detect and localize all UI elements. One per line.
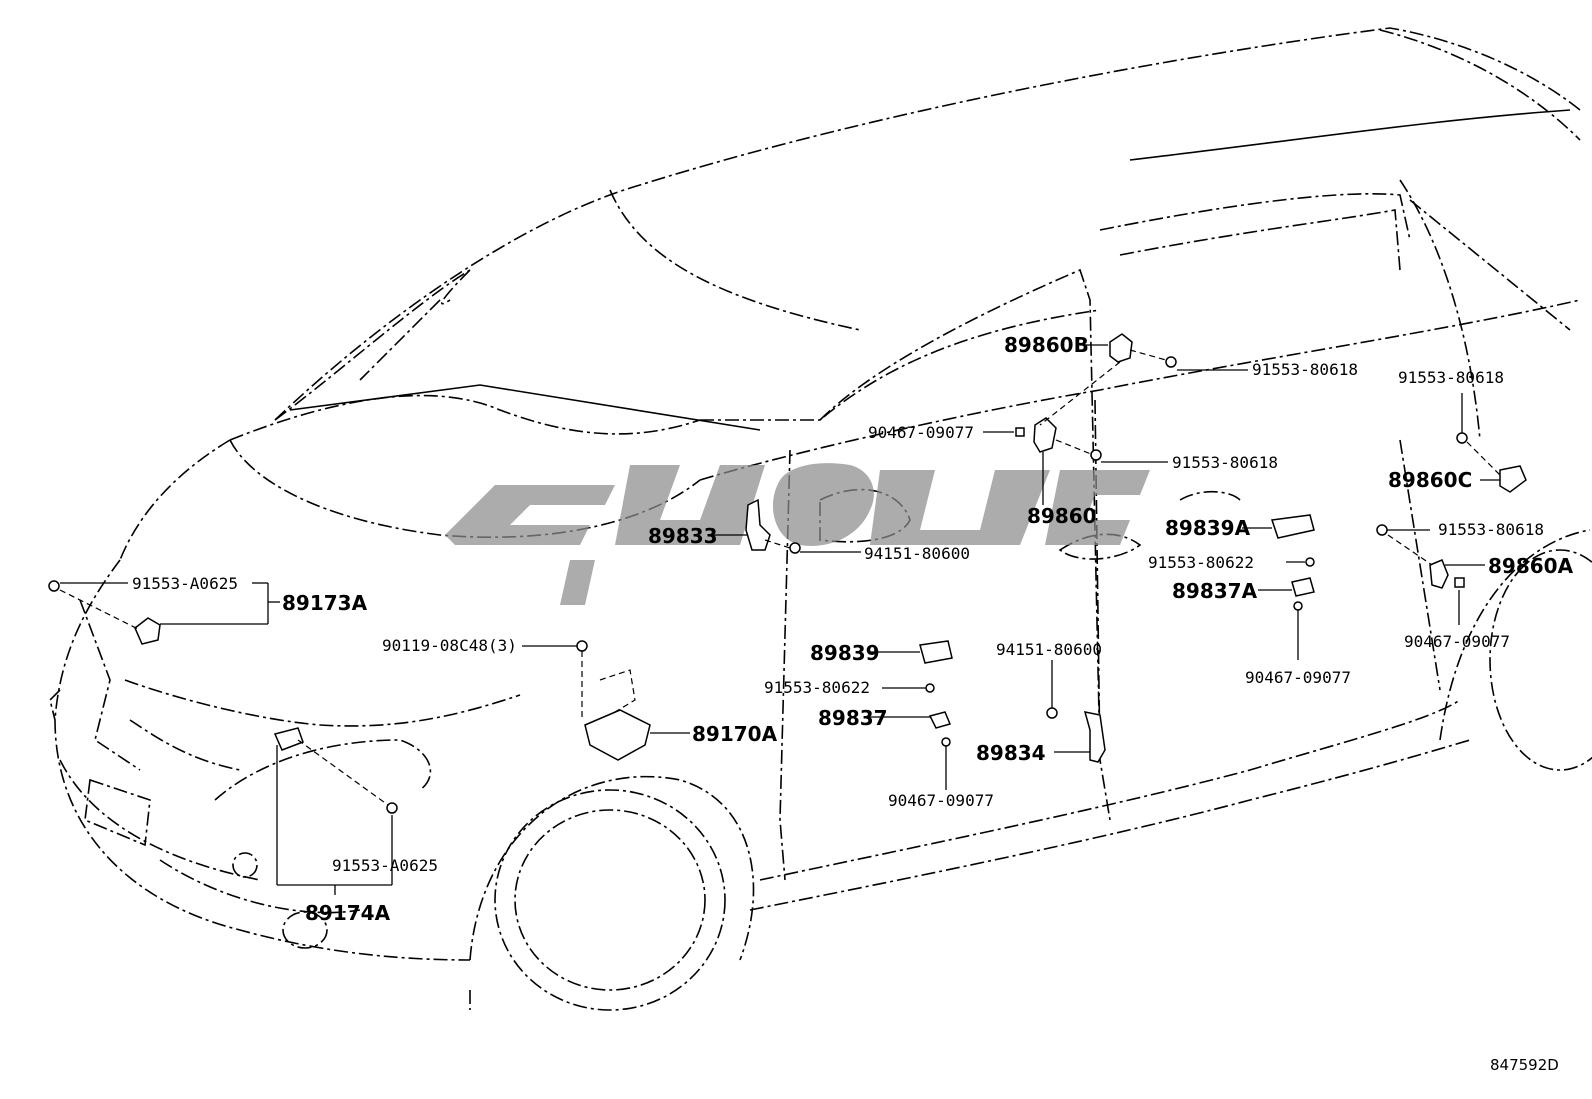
handle-unit-89839	[919, 640, 953, 664]
nut-94151-80600-a	[789, 542, 801, 554]
ecu-89170A	[584, 709, 651, 761]
bolt-91553-80622-b	[925, 683, 935, 693]
label-91553-80618: 91553-80618	[1172, 453, 1278, 472]
bolt-91553-80618-b	[1090, 449, 1102, 461]
handle-unit-89839A	[1271, 514, 1315, 539]
label-89839A: 89839A	[1165, 516, 1251, 540]
label-91553-80622: 91553-80622	[764, 678, 870, 697]
label-90467-09077: 90467-09077	[1404, 632, 1510, 651]
label-94151-80600: 94151-80600	[996, 640, 1102, 659]
label-89839: 89839	[810, 641, 880, 665]
label-89860A: 89860A	[1488, 554, 1574, 578]
bolt-91553-80618-a	[1165, 356, 1177, 368]
bolt-91553-80618-c	[1456, 432, 1468, 444]
label-89174A: 89174A	[305, 901, 391, 925]
leader-lines	[59, 344, 1501, 895]
label-89833: 89833	[648, 524, 718, 548]
bolt-91553-A0625-a	[48, 580, 60, 592]
bracket-89834	[1083, 711, 1106, 763]
watermark-logo	[445, 463, 1150, 605]
diagram-id: 847592D	[1490, 1056, 1559, 1074]
clip-90467-09077-b	[1293, 601, 1303, 611]
callout-labels: 89860B 91553-80618 91553-80618 90467-090…	[132, 333, 1574, 1074]
bolt-90119-08C48	[576, 640, 588, 652]
nut-90467-09077-a	[1015, 427, 1025, 437]
label-89834: 89834	[976, 741, 1046, 765]
nut-94151-80600-b	[1046, 707, 1058, 719]
sensor-89860	[1033, 417, 1057, 453]
bolt-91553-A0625-b	[386, 802, 398, 814]
label-91553-A0625: 91553-A0625	[132, 574, 238, 593]
sensor-89833	[745, 498, 771, 551]
label-89860C: 89860C	[1388, 468, 1472, 492]
sensor-89837A	[1291, 577, 1315, 597]
nut-90467-09077-d	[1454, 577, 1465, 588]
sensor-89837	[928, 711, 952, 729]
label-91553-80618: 91553-80618	[1252, 360, 1358, 379]
sensor-89174A	[273, 727, 304, 751]
label-91553-80622: 91553-80622	[1148, 553, 1254, 572]
label-90467-09077: 90467-09077	[888, 791, 994, 810]
label-89860: 89860	[1027, 504, 1097, 528]
label-91553-A0625: 91553-A0625	[332, 856, 438, 875]
sensor-89173A	[134, 617, 161, 645]
label-90467-09077: 90467-09077	[868, 423, 974, 442]
label-89837A: 89837A	[1172, 579, 1258, 603]
sensor-89860A	[1429, 559, 1449, 589]
label-91553-80618: 91553-80618	[1398, 368, 1504, 387]
label-89837: 89837	[818, 706, 888, 730]
label-89173A: 89173A	[282, 591, 368, 615]
label-89170A: 89170A	[692, 722, 778, 746]
bolt-91553-80618-d	[1376, 524, 1388, 536]
label-94151-80600: 94151-80600	[864, 544, 970, 563]
label-90119-08C48: 90119-08C48(3)	[382, 636, 517, 655]
sensor-89860C	[1499, 465, 1527, 493]
label-90467-09077: 90467-09077	[1245, 668, 1351, 687]
sensor-89860B	[1109, 333, 1133, 363]
label-89860B: 89860B	[1004, 333, 1089, 357]
bolt-91553-80622-a	[1305, 557, 1315, 567]
clip-90467-09077-c	[941, 737, 951, 747]
label-91553-80618: 91553-80618	[1438, 520, 1544, 539]
parts	[48, 333, 1527, 814]
